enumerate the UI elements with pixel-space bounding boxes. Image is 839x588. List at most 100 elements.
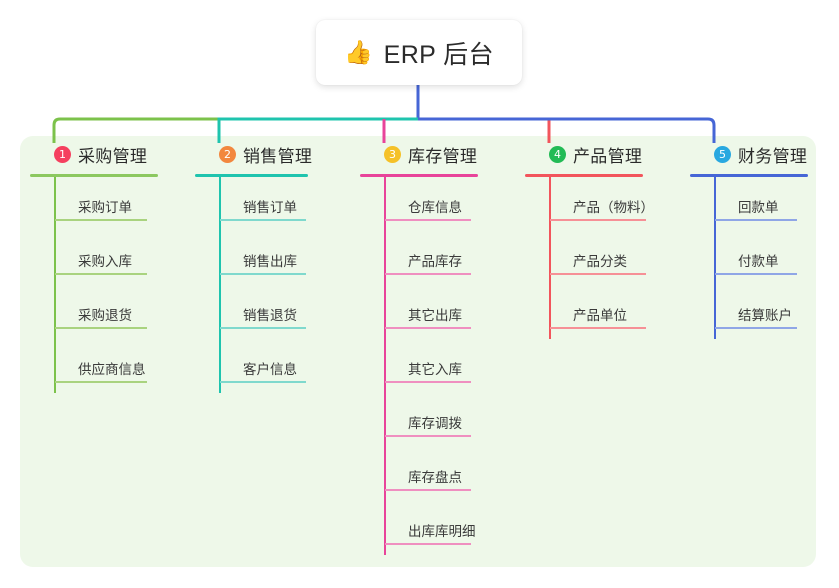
branch-underline [690,174,808,177]
branch-spine [219,177,221,393]
branch-item-label: 采购入库 [78,254,132,269]
branch-item[interactable]: 销售出库 [195,231,312,285]
branch-item-underline [220,381,306,383]
thumbs-up-icon: 👍 [344,39,373,65]
branch-item[interactable]: 产品单位 [525,285,646,339]
branch-item-label: 销售退货 [243,308,297,323]
branch-item-label: 其它入库 [408,362,462,377]
branch-item-label: 库存调拨 [408,416,462,431]
branch-header-3[interactable]: 3 库存管理 [360,136,478,172]
branch-number-badge: 5 [714,145,731,163]
diagram-panel-background [20,136,816,567]
branch-item-underline [55,327,147,329]
branch-item[interactable]: 回款单 [690,177,808,231]
branch-item-label: 产品库存 [408,254,462,269]
branch-items: 产品（物料） 产品分类产品单位 [525,177,654,339]
branch-item-label: 销售订单 [243,200,297,215]
branch-title: 财务管理 [738,146,808,166]
branch-item-underline [385,435,471,437]
branch-item[interactable]: 其它出库 [360,285,478,339]
branch-title: 销售管理 [243,146,313,166]
branch-item-label: 结算账户 [738,308,792,323]
branch-number-badge: 3 [384,145,401,163]
root-node-card[interactable]: 👍 ERP 后台 [316,20,522,85]
branch-title: 采购管理 [78,146,148,166]
branch-item[interactable]: 供应商信息 [30,339,158,393]
branch-column-3: 3 库存管理仓库信息产品库存其它出库其它入库库存调拨库存盘点出库库明细 [360,136,478,555]
branch-item[interactable]: 采购订单 [30,177,158,231]
branch-item[interactable]: 销售订单 [195,177,312,231]
branch-item-underline [385,327,471,329]
branch-item-label: 付款单 [738,254,779,269]
branch-item[interactable]: 出库库明细 [360,501,478,555]
branch-item[interactable]: 产品分类 [525,231,646,285]
branch-item-underline [385,381,471,383]
branch-item[interactable]: 其它入库 [360,339,478,393]
branch-item-label: 销售出库 [243,254,297,269]
branch-column-4: 4 产品管理产品（物料） 产品分类产品单位 [525,136,654,339]
branch-spine [714,177,716,339]
root-node-inner: 👍 ERP 后台 [344,35,494,71]
branch-number-badge: 2 [219,145,236,163]
branch-title: 产品管理 [573,146,643,166]
branch-item-label: 供应商信息 [78,362,146,377]
branch-item-label: 产品单位 [573,308,627,323]
branch-items: 采购订单采购入库采购退货供应商信息 [30,177,158,393]
branch-item-label: 采购退货 [78,308,132,323]
branch-number-badge: 4 [549,145,566,163]
branch-item-label: 回款单 [738,200,779,215]
branch-item[interactable]: 仓库信息 [360,177,478,231]
branch-item[interactable]: 采购入库 [30,231,158,285]
branch-item-label: 出库库明细 [408,524,476,539]
branch-item-underline [385,543,471,545]
branch-item[interactable]: 库存调拨 [360,393,478,447]
branch-item-underline [55,381,147,383]
branch-header-2[interactable]: 2 销售管理 [195,136,312,172]
branch-item-underline [715,327,797,329]
branch-item[interactable]: 采购退货 [30,285,158,339]
branch-item-underline [55,219,147,221]
branch-spine [549,177,551,339]
branch-item-underline [220,273,306,275]
branch-header-5[interactable]: 5 财务管理 [690,136,808,172]
branch-item-underline [715,273,797,275]
branch-items: 回款单付款单结算账户 [690,177,808,339]
branch-item-underline [220,327,306,329]
branch-column-5: 5 财务管理回款单付款单结算账户 [690,136,808,339]
branch-header-4[interactable]: 4 产品管理 [525,136,643,172]
branch-item-underline [55,273,147,275]
branch-item[interactable]: 结算账户 [690,285,808,339]
branch-item-underline [550,219,646,221]
branch-item-underline [385,273,471,275]
branch-item-underline [385,219,471,221]
branch-item-label: 仓库信息 [408,200,462,215]
root-node-title: ERP 后台 [383,40,494,69]
branch-items: 仓库信息产品库存其它出库其它入库库存调拨库存盘点出库库明细 [360,177,478,555]
branch-item[interactable]: 产品库存 [360,231,478,285]
branch-item-underline [550,327,646,329]
branch-item[interactable]: 库存盘点 [360,447,478,501]
branch-item-label: 产品（物料） [573,200,654,215]
branch-item-label: 客户信息 [243,362,297,377]
branch-item-label: 库存盘点 [408,470,462,485]
branch-underline [360,174,478,177]
branch-underline [525,174,643,177]
branch-item-underline [385,489,471,491]
branch-items: 销售订单销售出库销售退货客户信息 [195,177,312,393]
branch-item[interactable]: 销售退货 [195,285,312,339]
branch-spine [384,177,386,555]
branch-underline [195,174,308,177]
branch-item-underline [550,273,646,275]
branch-item[interactable]: 产品（物料） [525,177,654,231]
branch-item-underline [220,219,306,221]
branch-item-underline [715,219,797,221]
branch-item[interactable]: 客户信息 [195,339,312,393]
branch-spine [54,177,56,393]
branch-item-label: 产品分类 [573,254,627,269]
branch-title: 库存管理 [408,146,478,166]
branch-item[interactable]: 付款单 [690,231,808,285]
branch-underline [30,174,158,177]
